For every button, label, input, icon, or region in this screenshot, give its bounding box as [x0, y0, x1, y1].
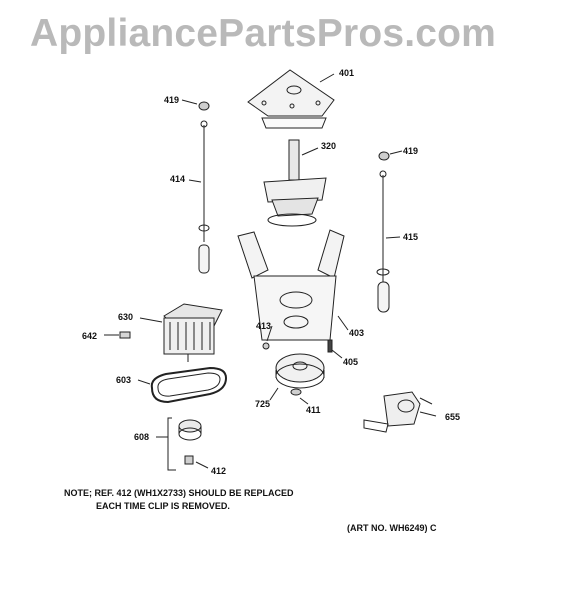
label-405: 405 — [343, 357, 359, 367]
belt-603 — [137, 366, 228, 404]
watermark-logo: AppliancePartsPros.com — [30, 12, 497, 55]
label-419-right: 419 — [403, 146, 419, 156]
pump-655 — [363, 391, 437, 433]
screw-405 — [327, 339, 343, 359]
label-608: 608 — [134, 432, 150, 442]
art-number: (ART NO. WH6249) C — [347, 523, 437, 533]
suspension-rod-414 — [188, 120, 210, 274]
label-413: 413 — [256, 321, 272, 331]
pulley-725 — [269, 353, 325, 401]
label-401: 401 — [339, 68, 355, 78]
motor-630 — [139, 303, 223, 362]
nut-411 — [290, 388, 309, 405]
motor-pulley-608 — [156, 417, 202, 471]
cap-419-right — [378, 150, 403, 161]
nut-413 — [262, 325, 273, 350]
suspension-rod-415 — [376, 170, 401, 313]
support-bracket-403 — [237, 229, 349, 341]
label-642: 642 — [82, 331, 98, 341]
label-320: 320 — [321, 141, 337, 151]
tub-cover-401 — [247, 69, 335, 129]
label-655: 655 — [445, 412, 461, 422]
label-725: 725 — [255, 399, 271, 409]
part-642 — [104, 331, 131, 339]
label-630: 630 — [118, 312, 134, 322]
cap-419-left — [181, 99, 210, 111]
label-414: 414 — [170, 174, 186, 184]
label-411: 411 — [306, 405, 321, 415]
clip-412 — [184, 455, 209, 469]
label-419-left: 419 — [164, 95, 180, 105]
label-415: 415 — [403, 232, 419, 242]
label-603: 603 — [116, 375, 132, 385]
transmission-320 — [263, 139, 327, 227]
label-412: 412 — [211, 466, 227, 476]
replacement-note-line1: NOTE; REF. 412 (WH1X2733) SHOULD BE REPL… — [64, 488, 294, 498]
label-403: 403 — [349, 328, 365, 338]
replacement-note-line2: EACH TIME CLIP IS REMOVED. — [96, 501, 230, 511]
